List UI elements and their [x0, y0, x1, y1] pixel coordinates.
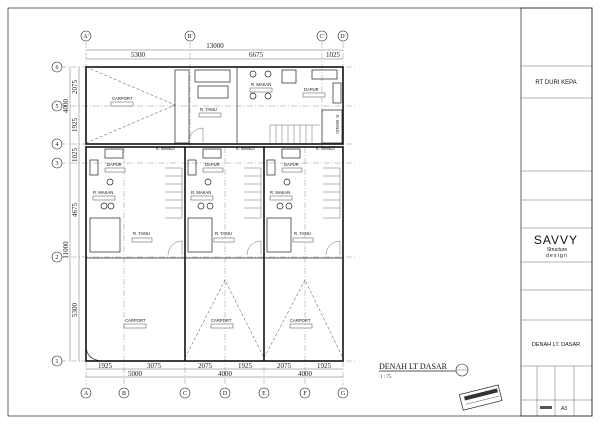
dim-inner: 4675: [71, 203, 79, 218]
dim-total: 4000: [298, 370, 313, 378]
room-label: R. TAMU: [200, 107, 217, 112]
room-label: R. MAKAN: [191, 190, 211, 195]
room-label: R. MAKAN: [93, 190, 113, 195]
dim-segment: 2075: [198, 362, 213, 370]
grid-label: D': [340, 34, 345, 40]
company-logo-line1: Structure: [547, 247, 568, 253]
room-label: K. MANDI: [335, 115, 340, 134]
room-label: R. TAMU: [294, 231, 311, 236]
dim-segment: 3075: [147, 362, 162, 370]
dim-inner: 1925: [71, 118, 79, 133]
grid-label: A': [83, 34, 88, 40]
paper-size: A3: [561, 406, 567, 412]
room-label: CARPORT: [211, 318, 232, 323]
room-label: DAPUR: [205, 162, 220, 167]
room-label: K. MANDI: [316, 146, 335, 151]
room-label: R. TAMU: [215, 231, 232, 236]
door-icon: [188, 127, 204, 143]
dim-outer: 4000: [62, 99, 70, 114]
row-label: 1: [56, 359, 59, 365]
room-label: CARPORT: [112, 96, 133, 101]
project-name: RT DURI KEPA: [535, 80, 576, 86]
sheet-title: DENAH LT. DASAR: [532, 342, 580, 348]
approval-stamp: [458, 384, 503, 411]
upper-unit-plan: CARPORT R. TAMU R. MAKAN DAPUR K. MANDI: [85, 66, 344, 145]
drawing-title-text: DENAH LT DASAR: [379, 362, 448, 371]
dim-total: 13000: [206, 42, 224, 50]
grid-label: B: [122, 391, 126, 397]
dim-segment: 1025: [326, 51, 341, 59]
sink-icon: [332, 82, 342, 104]
room-label: K. MANDI: [156, 146, 175, 151]
room-label: CARPORT: [290, 318, 311, 323]
dim-segment: 5300: [131, 51, 146, 59]
grid-label: C': [319, 34, 324, 40]
grid-label: D: [223, 391, 228, 397]
stove-icon: [311, 69, 338, 80]
grid-label: E: [262, 391, 266, 397]
room-label: CARPORT: [125, 318, 146, 323]
grid-label: A: [84, 391, 89, 397]
room-label: R. MAKAN: [251, 82, 271, 87]
grid-label: B': [187, 34, 192, 40]
sofa-icon: [194, 69, 231, 83]
unit-2: K. MANDI DAPUR R. MAKAN R. TAMU CARPORT: [184, 146, 265, 359]
title-block: RT DURI KEPA SAVVY Structure design DENA…: [520, 7, 593, 417]
unit-3: K. MANDI DAPUR R. MAKAN R. TAMU CARPORT: [263, 146, 344, 359]
row-label: 4: [56, 142, 59, 148]
dim-inner: 2075: [71, 80, 79, 95]
dim-segment: 1925: [317, 362, 332, 370]
dim-segment: 1925: [238, 362, 253, 370]
company-logo-line2: design: [546, 253, 568, 259]
left-dimensions: 4000 11000 2075 1925 1025 4675 5300: [62, 67, 80, 361]
company-logo: SAVVY: [534, 233, 578, 247]
row-label: 2: [56, 255, 59, 261]
grid-label: F: [303, 391, 307, 397]
table-icon: [197, 85, 229, 99]
room-label: DAPUR: [284, 162, 299, 167]
room-label: K. MANDI: [236, 146, 255, 151]
dim-segment: 6675: [249, 51, 264, 59]
dim-outer: 11000: [62, 241, 70, 259]
sheet-border: [7, 7, 593, 417]
room-label: R. TAMU: [133, 231, 150, 236]
dim-inner: 1025: [71, 148, 79, 163]
room-label: R. MAKAN: [270, 190, 290, 195]
dim-segment: 1925: [98, 362, 113, 370]
drawing-title: DENAH LT DASAR 1 : 75: [379, 362, 469, 380]
room-label: DAPUR: [107, 162, 122, 167]
unit-1: K. MANDI DAPUR R. MAKAN R. TAMU CARPORT: [85, 146, 183, 362]
grid-label: C: [183, 391, 187, 397]
dim-total: 4000: [218, 370, 233, 378]
row-label: 5: [56, 104, 59, 110]
stair-icon: [269, 124, 320, 143]
top-dimensions: 13000 5300 6675 1025: [86, 42, 343, 60]
row-label: 3: [56, 161, 59, 167]
lower-units: K. MANDI DAPUR R. MAKAN R. TAMU CARPORT …: [85, 146, 344, 362]
dim-inner: 5300: [71, 303, 79, 318]
drawing-scale: 1 : 75: [380, 375, 392, 380]
row-label: 6: [56, 65, 59, 71]
dim-total: 5000: [128, 370, 143, 378]
grid-label: G: [341, 391, 346, 397]
dim-segment: 2075: [277, 362, 292, 370]
room-label: DAPUR: [304, 87, 319, 92]
bottom-dimensions: 1925 3075 2075 1925 2075 1925 5000 4000 …: [86, 362, 343, 378]
grid-bubbles: A' B' C' D' A B C D E F G 6 5 4 3 2 1: [51, 30, 349, 399]
